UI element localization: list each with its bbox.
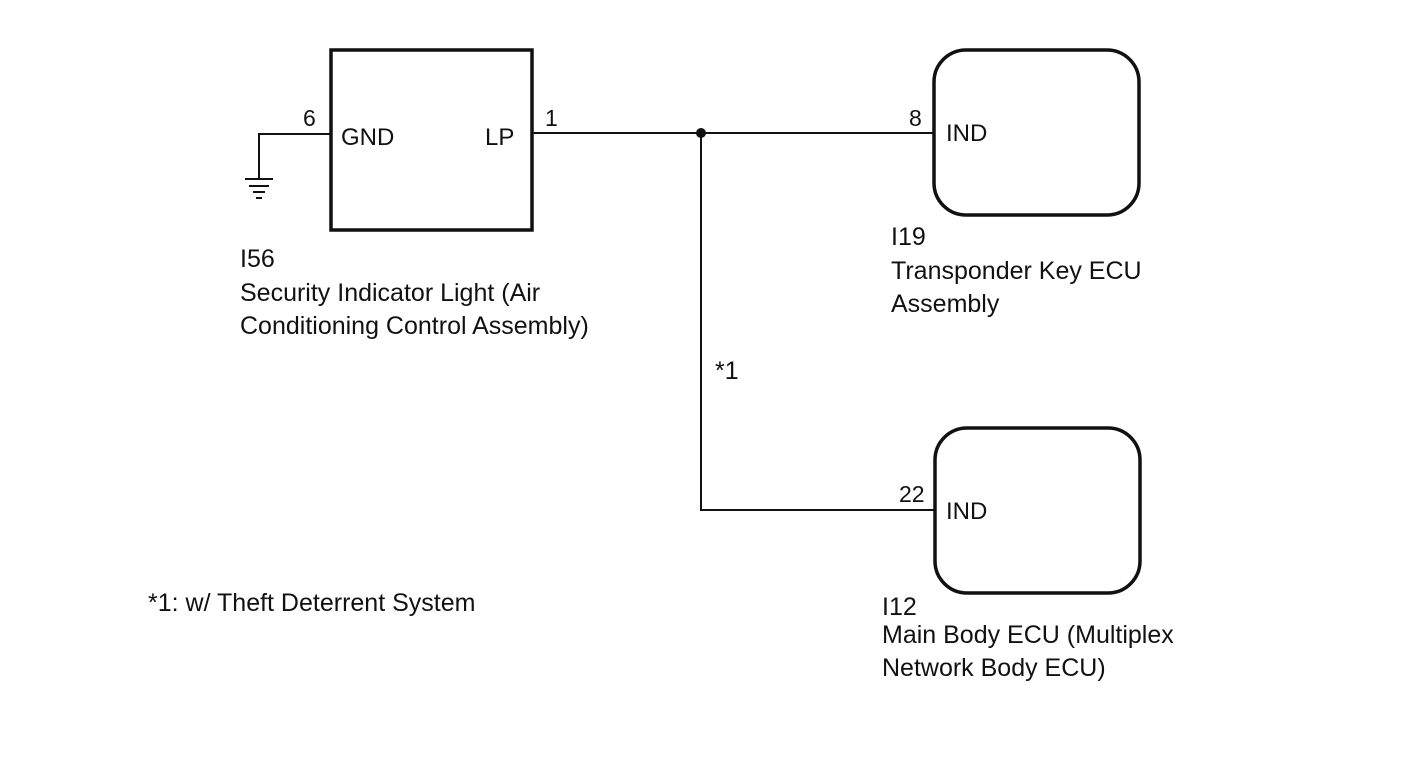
gnd-pin-number: 6 (303, 105, 316, 131)
ground-icon (245, 133, 331, 199)
gnd-terminal-label: GND (341, 124, 394, 151)
security-light-box (329, 48, 534, 232)
security-light-name-line1: Security Indicator Light (Air (240, 279, 540, 307)
security-light-name-line2: Conditioning Control Assembly) (240, 312, 589, 340)
transponder-ind-terminal-label: IND (946, 120, 987, 147)
lp-terminal-label: LP (485, 124, 514, 151)
security-light-code: I56 (240, 245, 275, 273)
wire-note-label: *1 (715, 357, 739, 385)
transponder-ecu-box (932, 48, 1141, 217)
transponder-ind-pin-number: 8 (909, 105, 922, 131)
main-body-ind-pin-number: 22 (899, 481, 925, 507)
transponder-ecu-name-line1: Transponder Key ECU (891, 257, 1142, 285)
wire-branch-to-main-body-ecu (700, 133, 935, 511)
footnote: *1: w/ Theft Deterrent System (148, 589, 475, 617)
main-body-ecu-code: I12 (882, 593, 917, 621)
transponder-ecu-code: I19 (891, 223, 926, 251)
main-body-ind-terminal-label: IND (946, 498, 987, 525)
main-body-ecu-name-line1: Main Body ECU (Multiplex (882, 621, 1174, 649)
main-body-ecu-box (933, 426, 1142, 595)
transponder-ecu-name-line2: Assembly (891, 290, 1000, 318)
main-body-ecu-name-line2: Network Body ECU) (882, 654, 1106, 682)
lp-pin-number: 1 (545, 105, 558, 131)
